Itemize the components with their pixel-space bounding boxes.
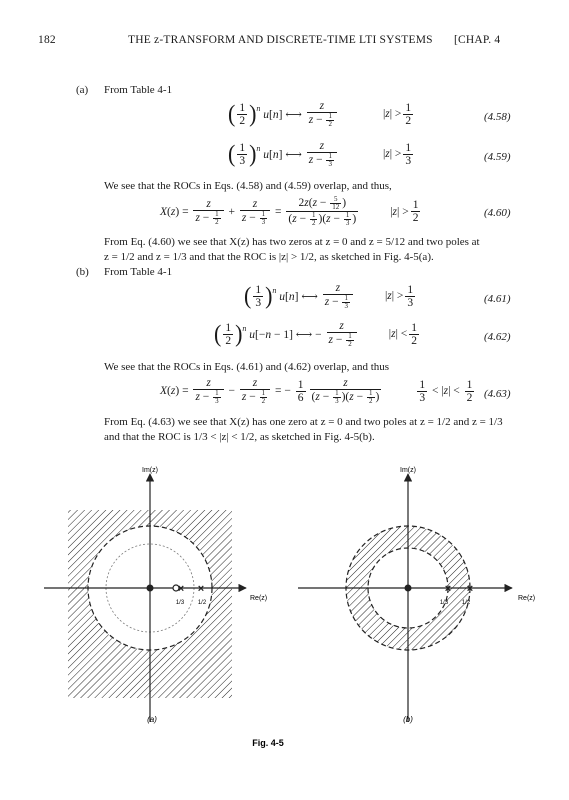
re-axis-label-b: Re(z)	[518, 595, 535, 602]
panel-a-sublabel: (a)	[147, 715, 157, 724]
eq-4-61-number: (4.61)	[484, 293, 511, 305]
pole-marker-b-1-2: ×	[467, 583, 473, 595]
part-a-conclusion-line-1: From Eq. (4.60) we see that X(z) has two…	[104, 236, 480, 248]
panel-b-sublabel: (b)	[403, 715, 413, 724]
re-axis-label-a: Re(z)	[250, 595, 267, 602]
im-axis-label-a: Im(z)	[142, 467, 158, 474]
eq-4-62-number: (4.62)	[484, 331, 511, 343]
page-number: 182	[38, 34, 56, 46]
pole-marker-a-1-3: ×	[178, 583, 184, 595]
figure-4-5: × × Im(z) Re(z) 1/3 1/2 (a) × × Im(z) Re…	[44, 467, 535, 748]
tick-label-a-1-3: 1/3	[176, 600, 185, 606]
zero-marker-a-origin	[146, 584, 154, 592]
part-b-conclusion-line-2: and that the ROC is 1/3 < |z| < 1/2, as …	[104, 431, 375, 443]
eq-4-60-number: (4.60)	[484, 207, 511, 219]
part-b-intro: From Table 4-1	[104, 266, 173, 278]
pole-marker-a-1-2: ×	[198, 583, 204, 595]
part-b-overlap-text: We see that the ROCs in Eqs. (4.61) and …	[104, 361, 390, 373]
part-a-overlap-text: We see that the ROCs in Eqs. (4.58) and …	[104, 180, 392, 192]
tick-label-b-1-3: 1/3	[440, 600, 449, 606]
figure-caption: Fig. 4-5	[252, 738, 284, 748]
running-title: THE z-TRANSFORM AND DISCRETE-TIME LTI SY…	[128, 34, 433, 46]
chapter-label: [CHAP. 4	[454, 34, 501, 46]
zero-marker-a-5-12	[172, 584, 180, 592]
pole-marker-b-1-3: ×	[445, 583, 451, 595]
eq-4-59-number: (4.59)	[484, 151, 511, 163]
part-a-label: (a)	[76, 84, 89, 96]
tick-label-b-1-2: 1/2	[462, 600, 471, 606]
part-a-conclusion-line-2: z = 1/2 and z = 1/3 and that the ROC is …	[104, 251, 434, 263]
part-b-label: (b)	[76, 266, 89, 278]
im-axis-label-b: Im(z)	[400, 467, 416, 474]
pole-zero-plot-a: × × Im(z) Re(z) 1/3 1/2 (a)	[44, 467, 267, 724]
part-b-conclusion-line-1: From Eq. (4.63) we see that X(z) has one…	[104, 416, 503, 428]
part-a-intro: From Table 4-1	[104, 84, 173, 96]
zero-marker-b-origin	[404, 584, 412, 592]
eq-4-58-number: (4.58)	[484, 111, 511, 123]
tick-label-a-1-2: 1/2	[198, 600, 207, 606]
eq-4-63-number: (4.63)	[484, 388, 511, 400]
pole-zero-plot-b: × × Im(z) Re(z) 1/3 1/2 (b)	[298, 467, 535, 724]
